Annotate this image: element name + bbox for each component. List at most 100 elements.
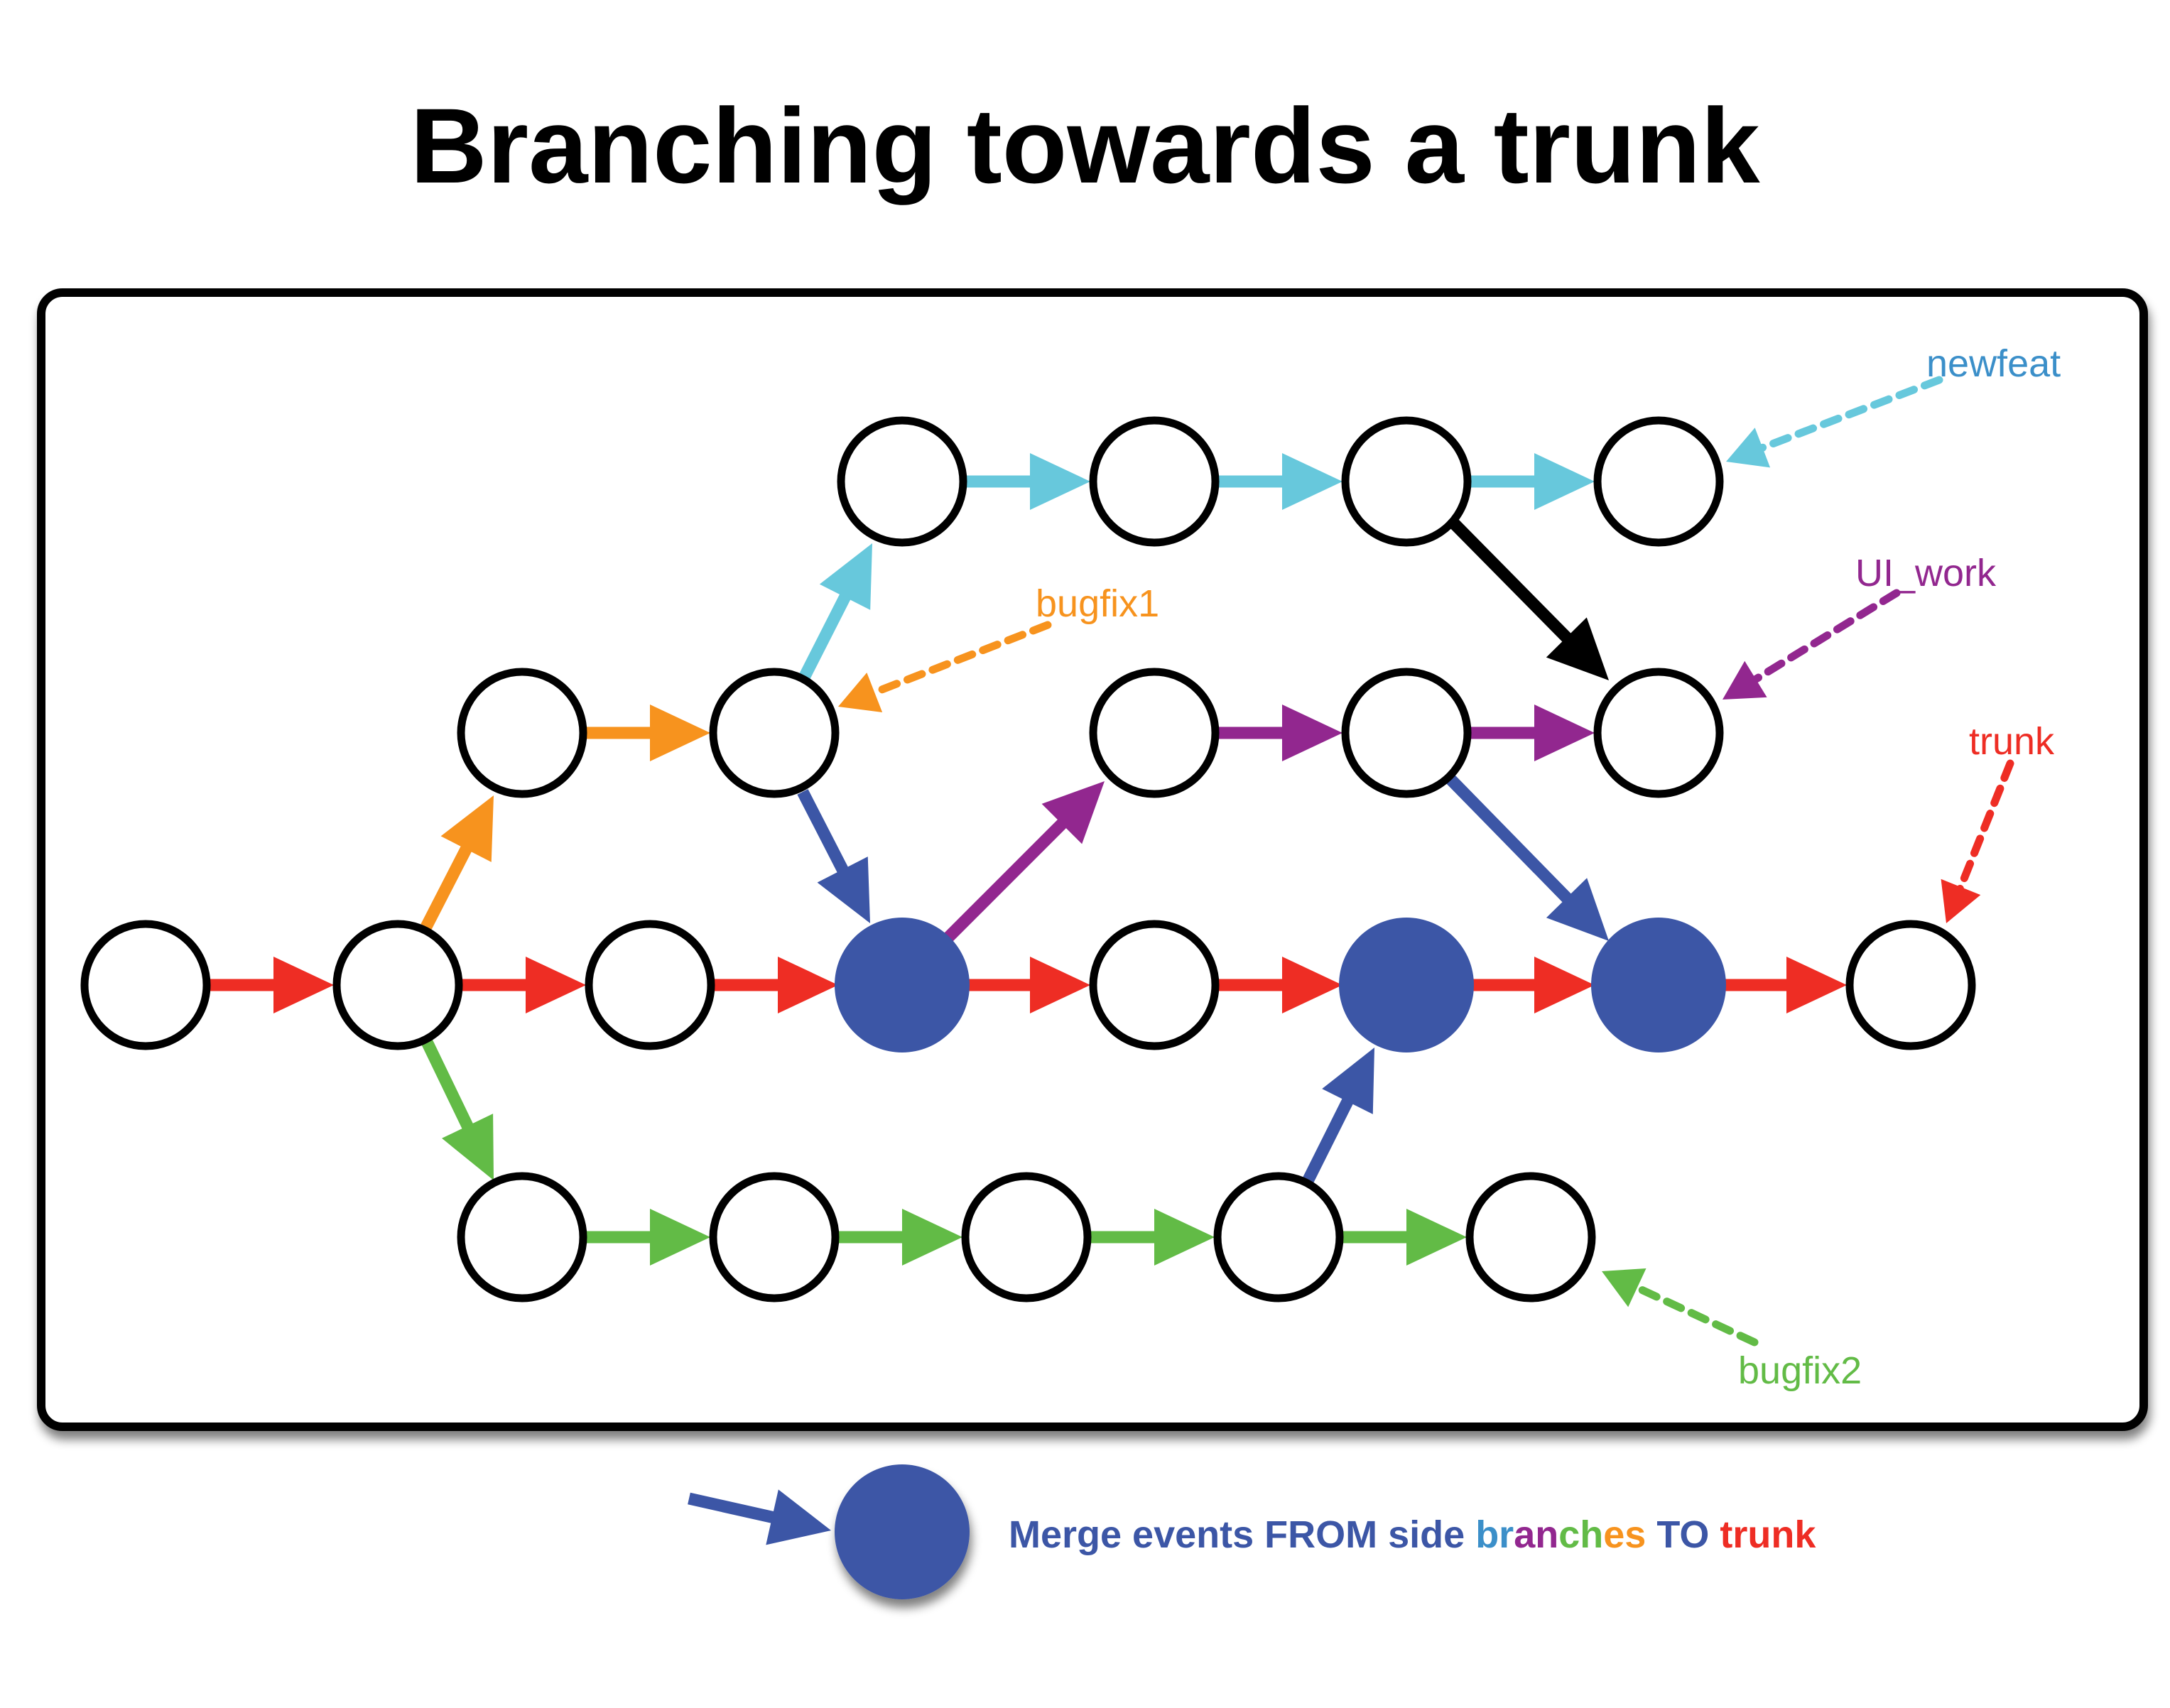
bugfix2-commit-node — [961, 1172, 1092, 1302]
bugfix2-edge — [421, 1038, 494, 1180]
bugfix2-edge — [1342, 1209, 1467, 1266]
bugfix1-edge-line — [421, 844, 473, 930]
merge-edge — [1301, 1048, 1374, 1185]
newfeat-commit-node — [1341, 416, 1472, 547]
legend-caption-es: es — [1603, 1513, 1647, 1556]
trunk-commit-node — [1845, 920, 1976, 1050]
legend-caption-an: an — [1514, 1513, 1559, 1556]
ui-work-edge-head — [1282, 705, 1342, 761]
bugfix1-pointer-head — [838, 673, 883, 712]
ui-work-edge — [940, 781, 1105, 946]
legend-caption-trunk: trunk — [1720, 1513, 1816, 1556]
newfeat-to-ui-work-edge — [1448, 518, 1609, 680]
bugfix2-edge-head — [442, 1114, 494, 1180]
bugfix2-edge-head — [1406, 1209, 1467, 1266]
trunk-commit-node — [80, 920, 211, 1050]
trunk-pointer — [1941, 759, 2014, 923]
bugfix2-commit-node — [457, 1172, 587, 1302]
bugfix2-edge-head — [902, 1209, 962, 1266]
merge-commit-node — [835, 918, 970, 1052]
bugfix2-edge-head — [650, 1209, 710, 1266]
legend-caption-br: br — [1475, 1513, 1514, 1556]
ui-work-commit-node — [1593, 668, 1724, 798]
merge-edge — [797, 789, 870, 923]
bugfix1-label: bugfix1 — [1036, 582, 1159, 625]
legend-caption-part2: TO — [1646, 1513, 1720, 1556]
bugfix1-edge — [421, 795, 494, 930]
newfeat-pointer-line — [1756, 376, 1943, 453]
newfeat-edge-head — [1534, 453, 1595, 510]
trunk-pointer-head — [1941, 879, 1981, 923]
merge-commit-node — [1339, 918, 1474, 1052]
ui-work-pointer-head — [1723, 660, 1767, 700]
bugfix2-edge-head — [1154, 1209, 1215, 1266]
merge-commit-node — [1591, 918, 1726, 1052]
newfeat-commit-node — [1089, 416, 1220, 547]
bugfix2-edge — [838, 1209, 962, 1266]
trunk-edge-head — [273, 957, 334, 1013]
newfeat-edge — [1470, 453, 1595, 510]
ui-work-pointer-line — [1749, 589, 1901, 685]
newfeat-to-ui-work-edge-line — [1448, 518, 1573, 644]
trunk-commit-node — [585, 920, 715, 1050]
trunk-edge-head — [1786, 957, 1847, 1013]
newfeat-edge-head — [1282, 453, 1342, 510]
diagram-title: Branching towards a trunk — [410, 86, 1760, 205]
bugfix1-edge-head — [650, 705, 710, 761]
ui-work-edge — [1470, 705, 1595, 761]
bugfix1-commit-node — [709, 668, 840, 798]
bugfix2-commit-node — [1465, 1172, 1596, 1302]
trunk-commit-node — [1089, 920, 1220, 1050]
ui-work-edge — [1218, 705, 1342, 761]
legend-merge-arrow — [688, 1489, 831, 1545]
newfeat-edge — [1218, 453, 1342, 510]
bugfix2-commit-node — [709, 1172, 840, 1302]
trunk-edge-head — [1030, 957, 1090, 1013]
newfeat-edge — [966, 453, 1090, 510]
trunk-commit-node — [332, 920, 463, 1050]
legend-caption: Merge events FROM side branches TO trunk — [1009, 1513, 1816, 1557]
bugfix2-pointer-head — [1602, 1268, 1647, 1307]
merge-edge-head — [1546, 878, 1609, 941]
merge-edge-head — [1322, 1048, 1374, 1114]
newfeat-pointer-head — [1726, 428, 1771, 468]
ui-work-label: UI_work — [1855, 552, 1997, 594]
legend-merge-arrow-line — [688, 1492, 776, 1524]
newfeat-commit-node — [1593, 416, 1724, 547]
ui-work-edge-line — [940, 817, 1068, 946]
ui-work-commit-node — [1089, 668, 1220, 798]
ui-work-pointer — [1723, 589, 1901, 700]
trunk-pointer-line — [1955, 759, 2014, 894]
bugfix2-commit-node — [1213, 1172, 1344, 1302]
ui-work-commit-node — [1341, 668, 1472, 798]
ui-work-edge-head — [1041, 781, 1105, 844]
newfeat-label: newfeat — [1926, 342, 2061, 385]
bugfix2-edge — [1090, 1209, 1215, 1266]
newfeat-commit-node — [837, 416, 967, 547]
legend-caption-part1: Merge events FROM side — [1009, 1513, 1476, 1556]
newfeat-edge-head — [819, 543, 872, 610]
bugfix2-edge — [586, 1209, 710, 1266]
diagram-frame — [37, 288, 2148, 1431]
bugfix2-label: bugfix2 — [1738, 1349, 1862, 1392]
bugfix1-commit-node — [457, 668, 587, 798]
merge-edge-head — [817, 856, 870, 923]
ui-work-edge-head — [1534, 705, 1595, 761]
legend-merge-node — [835, 1464, 970, 1599]
newfeat-pointer — [1726, 376, 1943, 468]
bugfix1-edge — [586, 705, 710, 761]
newfeat-edge-head — [1030, 453, 1090, 510]
bugfix1-pointer-line — [868, 621, 1052, 697]
trunk-edge-head — [778, 957, 838, 1013]
bugfix1-pointer — [838, 621, 1052, 712]
merge-edge-line — [1301, 1096, 1355, 1185]
bugfix2-edge-line — [421, 1038, 474, 1131]
bugfix2-pointer-line — [1630, 1283, 1759, 1347]
newfeat-edge — [797, 543, 872, 683]
merge-edge — [1444, 773, 1609, 941]
legend-caption-ch: ch — [1558, 1513, 1604, 1556]
trunk-edge-head — [1534, 957, 1595, 1013]
trunk-label: trunk — [1969, 720, 2055, 763]
legend-merge-arrow-head — [766, 1489, 831, 1545]
